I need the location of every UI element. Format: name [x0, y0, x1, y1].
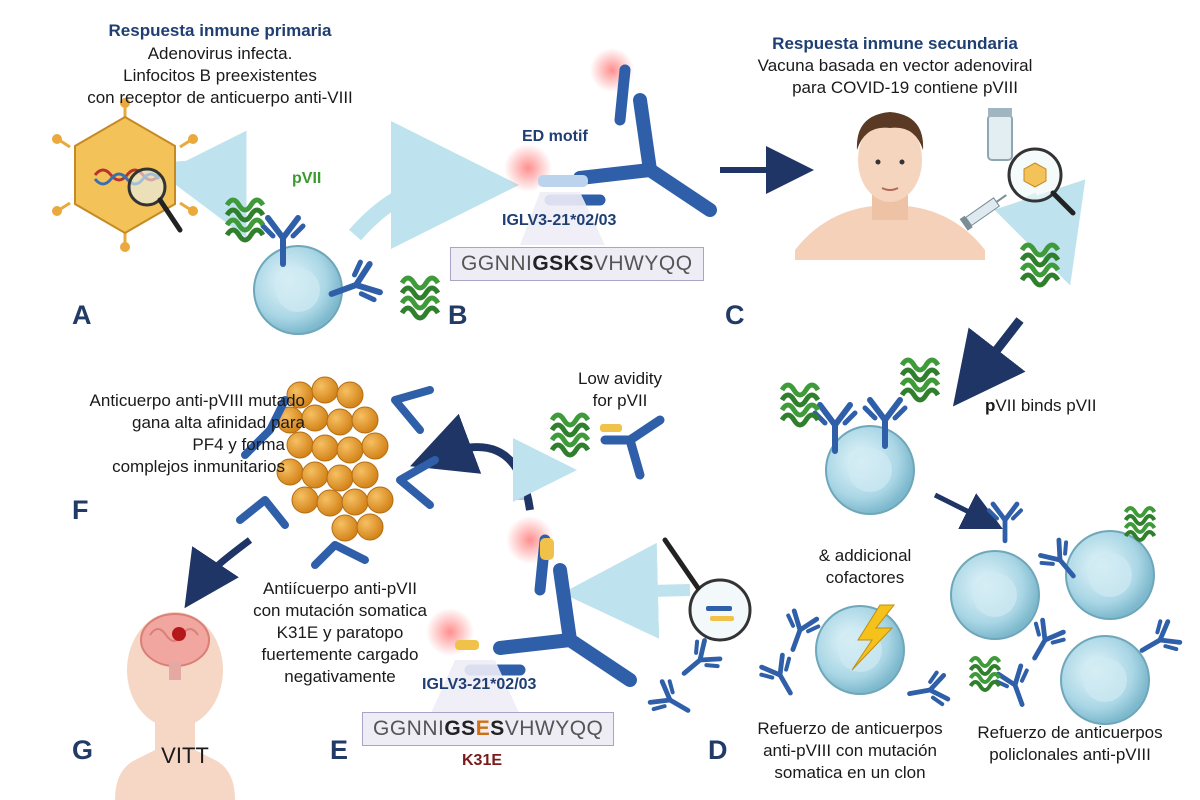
polyclonal-cell-3: [1060, 635, 1150, 725]
gene-label-e: IGLV3-21*02/03: [422, 676, 537, 693]
panel-letter-c: C: [725, 300, 745, 330]
panel-e-line5: negativamente: [284, 667, 396, 686]
pvii-protein-c: [1022, 245, 1058, 285]
clonal-antibody-1: [778, 609, 821, 655]
pvii-protein-a1: [227, 200, 263, 240]
seq-e-prefix: GGNNI: [373, 717, 445, 740]
panel-a-title: Respuesta inmune primaria: [108, 21, 332, 40]
panel-e-line4: fuertemente cargado: [261, 645, 419, 664]
binds-bold: p: [985, 396, 996, 415]
panel-f-line3: PF4 y forma: [192, 435, 285, 454]
panel-d-clone-line3: somatica en un clon: [774, 763, 926, 782]
lightning-icon: [851, 604, 896, 671]
panel-letter-d: D: [708, 735, 728, 765]
panel-c-line1: Vacuna basada en vector adenoviral: [757, 56, 1033, 75]
panel-e-line1: Antiícuerpo anti-pVII: [262, 579, 418, 598]
cofactors-line2: cofactores: [825, 568, 905, 587]
gene-label-b: IGLV3-21*02/03: [502, 212, 617, 229]
pf4-complex: [236, 376, 439, 569]
binding-protein-1: [782, 385, 818, 425]
magnifier-icon-c: [1007, 147, 1076, 216]
b-cell-binding: [825, 425, 915, 515]
person-icon: [795, 112, 985, 260]
binds-rest: VII binds pVII: [995, 396, 1097, 415]
low-avidity-line1: Low avidity: [577, 369, 663, 388]
clonal-antibody-3: [674, 637, 723, 685]
panel-f-line4: complejos inmunitarios: [112, 457, 285, 476]
clonal-antibody-4: [648, 678, 696, 724]
seq-b-motif: GSKS: [532, 252, 594, 275]
panel-c-line2: para COVID-19 contiene pVIII: [792, 78, 1018, 97]
seq-b-suffix: VHWYQQ: [593, 252, 693, 275]
panel-e-line2: con mutación somatica: [253, 601, 427, 620]
binding-protein-2: [902, 360, 938, 400]
light-chain-highlight-b: [538, 175, 588, 187]
panel-letter-a: A: [72, 300, 92, 330]
seq-e-gs: GS: [444, 717, 476, 740]
panel-f-line1: Anticuerpo anti-pVIII mutado: [89, 391, 305, 410]
mutated-b-cell: [815, 605, 905, 695]
low-avidity-antibody: [600, 415, 665, 480]
panel-c-title: Respuesta inmune secundaria: [772, 34, 1018, 53]
arrow-e-to-f: [410, 413, 534, 511]
adenovirus-icon: [52, 98, 198, 252]
low-avidity-line2: for pVII: [592, 391, 648, 410]
pvii-label: pVII: [292, 170, 322, 187]
panel-f-line2: gana alta afinidad para: [132, 413, 305, 432]
sequence-callout-e: [430, 660, 520, 715]
seq-b-prefix: GGNNI: [461, 252, 533, 275]
low-avidity-protein: [552, 415, 588, 455]
mutation-label: K31E: [462, 752, 503, 769]
panel-letter-b: B: [448, 300, 468, 330]
b-cell-a: [253, 245, 343, 335]
arrow-to-polyclonal: [933, 492, 1003, 529]
polyclonal-cell-1: [950, 550, 1040, 640]
clonal-antibody-2: [758, 653, 804, 701]
panel-a-line2: Linfocitos B preexistentes: [123, 66, 317, 85]
pvii-protein-a2: [402, 278, 438, 318]
seq-e-s: S: [490, 717, 505, 740]
polyclonal-cell-2: [1065, 530, 1155, 620]
panel-a-line1: Adenovirus infecta.: [147, 44, 293, 63]
polyclonal-antibody-5: [994, 664, 1037, 710]
seq-e-mutation: E: [475, 717, 491, 740]
panel-d-clone-line1: Refuerzo de anticuerpos: [757, 719, 943, 738]
arrow-e-to-low-avidity: [512, 438, 577, 503]
syringe-icon: [959, 194, 1007, 231]
sequence-box-e: GGNNIGSESVHWYQQ: [362, 712, 615, 746]
magnifier-icon-d: [662, 537, 752, 642]
panel-e-line3: K31E y paratopo: [276, 623, 404, 642]
panel-letter-e: E: [330, 735, 349, 765]
mutated-segment-e1: [540, 538, 554, 560]
mutated-segment-e2: [455, 640, 479, 650]
arrow-a-to-b: [348, 121, 519, 250]
ed-motif-label: ED motif: [522, 128, 588, 145]
arrow-c-to-binding: [952, 317, 1026, 407]
cofactors-line1: & addicional: [818, 546, 912, 565]
panel-d-poly-line1: Refuerzo de anticuerpos: [977, 723, 1163, 742]
sequence-box-b: GGNNIGSKSVHWYQQ: [450, 247, 704, 281]
panel-d-poly-line2: policlonales anti-pVIII: [989, 745, 1151, 764]
panel-d-clone-line2: anti-pVIII con mutación: [763, 741, 937, 760]
sequence-callout-b: [520, 192, 605, 245]
binds-label: pVII binds pVII: [985, 395, 1097, 416]
panel-letter-g: G: [72, 735, 94, 765]
arrow-f-to-g: [184, 537, 253, 609]
panel-a-line3: con receptor de anticuerpo anti-VIII: [87, 88, 353, 107]
arrow-d-to-e: [562, 542, 691, 639]
polyclonal-antibody-1: [989, 504, 1021, 541]
vaccine-vial-icon: [987, 108, 1013, 161]
brain-icon: [140, 613, 210, 680]
polyclonal-protein-2: [971, 658, 1000, 690]
clonal-antibody-5: [907, 671, 949, 709]
seq-e-suffix: VHWYQQ: [504, 717, 604, 740]
panel-letter-f: F: [72, 495, 89, 525]
antibody-e: [470, 540, 630, 680]
vitt-label: VITT: [161, 743, 209, 768]
